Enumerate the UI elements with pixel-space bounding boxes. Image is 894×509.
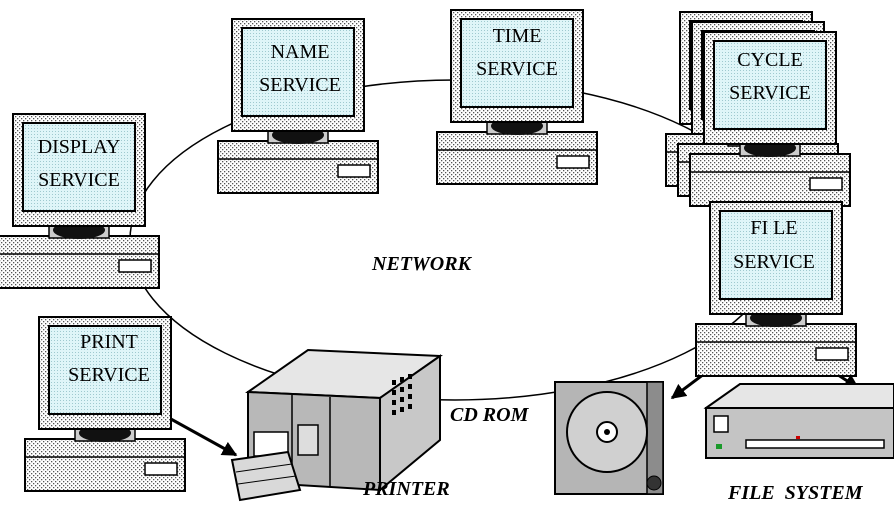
name-service-line1: NAME (271, 41, 330, 63)
cycle-service-line1: CYCLE (737, 49, 803, 71)
time-service-line2: SERVICE (476, 58, 558, 80)
display-service-computer: DISPLAY SERVICE (0, 113, 160, 289)
network-label: NETWORK (371, 253, 473, 275)
display-service-line1: DISPLAY (38, 136, 121, 158)
cdrom-device (554, 381, 664, 495)
name-service-line2: SERVICE (259, 74, 341, 96)
time-service-line1: TIME (493, 25, 542, 47)
print-service-line2: SERVICE (68, 364, 150, 386)
printer-device (230, 348, 443, 502)
file-service-computer: FI LE SERVICE (695, 201, 857, 377)
file-service-line2: SERVICE (733, 251, 815, 273)
filesystem-device (703, 383, 894, 459)
cycle-service-computer-stack: CYCLE SERVICE (665, 11, 851, 207)
file-service-line1: FI LE (750, 217, 797, 239)
network-ring (129, 79, 781, 401)
display-service-line2: SERVICE (38, 169, 120, 191)
print-service-computer: PRINT SERVICE (24, 316, 186, 492)
time-service-computer: TIME SERVICE (436, 9, 598, 185)
name-service-computer: NAME SERVICE (217, 18, 379, 194)
print-service-line1: PRINT (80, 331, 138, 353)
cycle-service-line2: SERVICE (729, 82, 811, 104)
cdrom-label: CD ROM (450, 404, 530, 426)
printer-label: PRINTER (362, 478, 450, 500)
filesystem-label: FILE SYSTEM (727, 482, 864, 504)
